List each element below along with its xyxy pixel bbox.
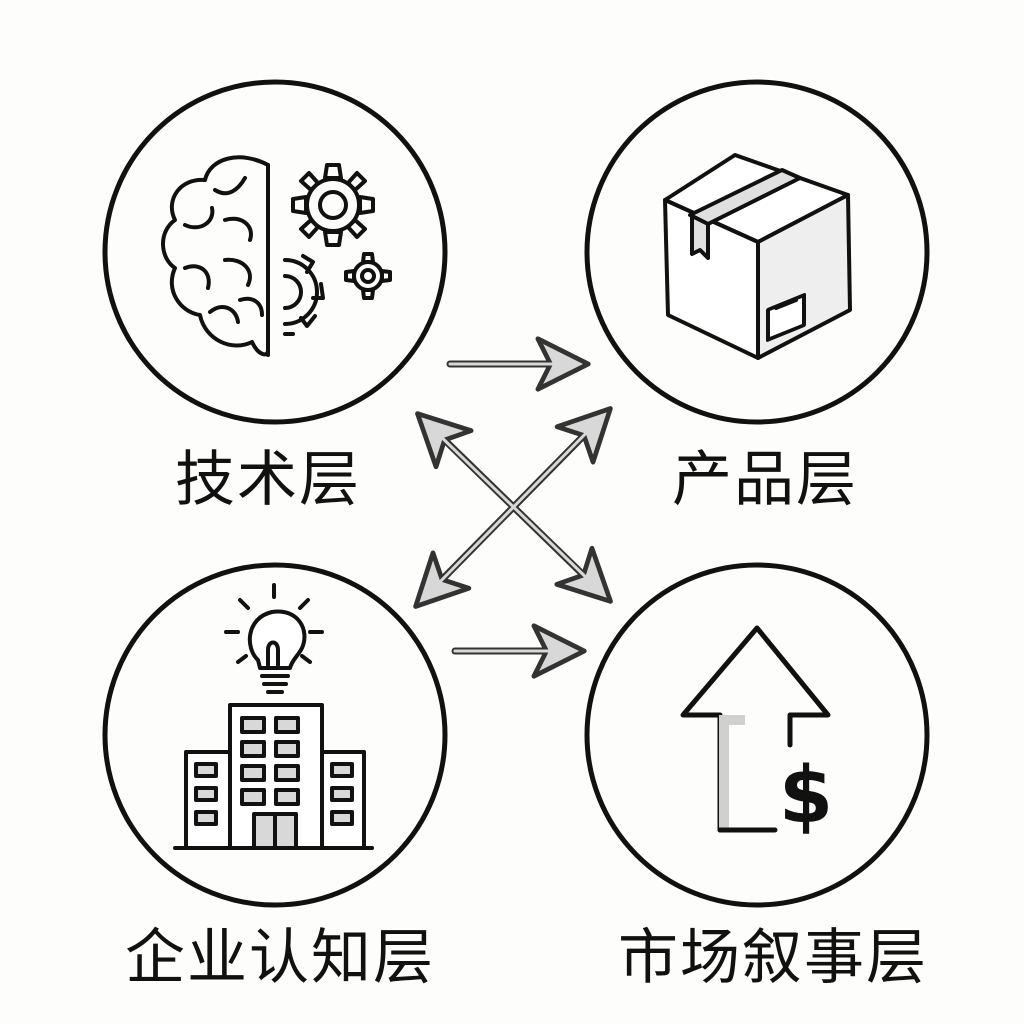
dollar-sign: $ <box>779 751 833 841</box>
lightbulb-icon <box>226 585 322 692</box>
enterprise-layer-label: 企业认知层 <box>125 928 435 988</box>
package-box-icon <box>665 155 850 358</box>
tech-layer-label: 技术层 <box>175 450 361 510</box>
market-layer-label: 市场叙事层 <box>618 928 928 988</box>
box-tape-flap <box>692 216 708 258</box>
tech-layer-circle <box>105 82 445 422</box>
brain-gears-icon <box>163 157 390 355</box>
market-layer-circle <box>587 565 927 905</box>
product-layer-label: 产品层 <box>672 450 858 510</box>
building-lightbulb-icon <box>175 585 372 848</box>
small-gear-icon <box>346 254 390 298</box>
large-gear-icon <box>293 165 373 245</box>
brain-outline <box>163 157 268 354</box>
half-gear-icon <box>285 256 323 334</box>
up-arrow-dollar-icon: $ <box>683 628 833 841</box>
